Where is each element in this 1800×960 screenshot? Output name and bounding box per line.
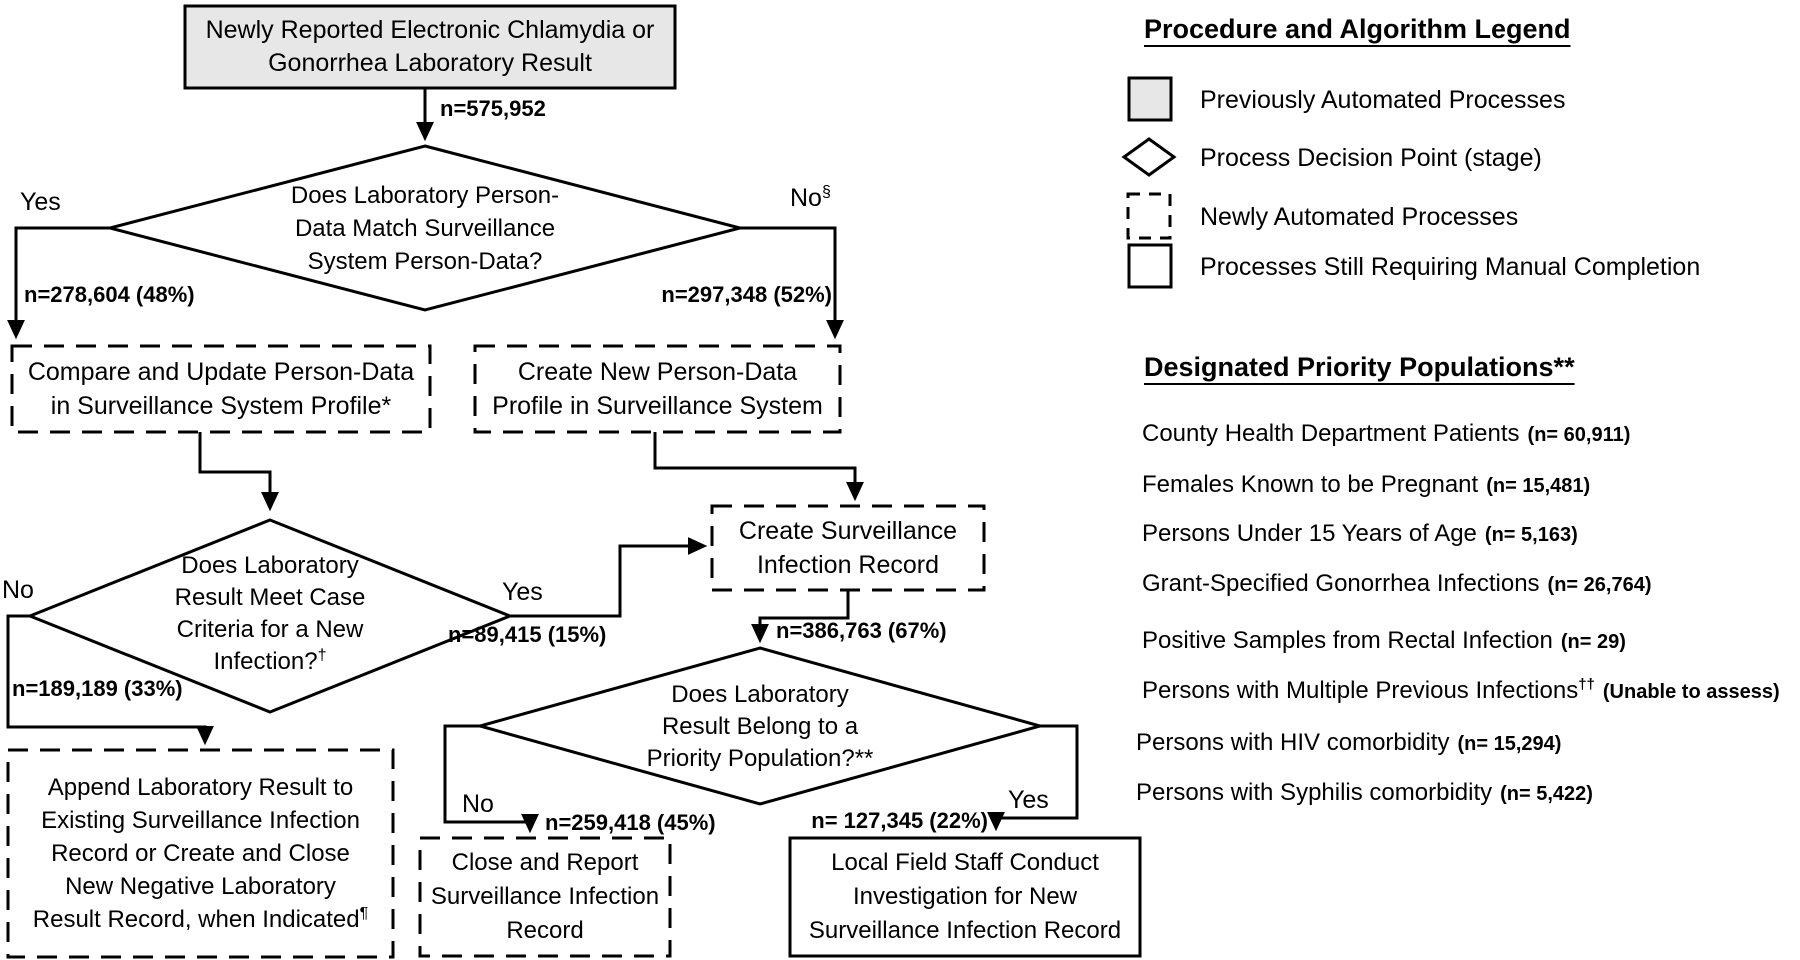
decision-diamond-2: [25, 518, 515, 714]
create-profile-line: Profile in Surveillance System: [492, 392, 823, 420]
count-match-no: n=297,348 (52%): [661, 282, 832, 307]
create-profile-box-shape: [473, 344, 842, 434]
close-report-line: Close and Report: [451, 849, 639, 876]
count-case-yes: n=89,415 (15%): [448, 622, 607, 647]
append-box-line: Record or Create and Close: [51, 840, 350, 867]
priority-item: Females Known to be Pregnant(n= 15,481): [1142, 471, 1591, 498]
compare-box-line: in Surveillance System Profile*: [50, 392, 392, 420]
priority-item: County Health Department Patients(n= 60,…: [1142, 420, 1631, 447]
branch-yes-2: Yes: [502, 578, 543, 606]
decision-2-line: Does Laboratory: [181, 552, 359, 579]
decision-2-line: Result Meet Case: [174, 584, 366, 611]
arrow-compare-to-decision2: [198, 432, 279, 512]
count-priority-no: n=259,418 (45%): [545, 810, 716, 835]
append-box-shape: [6, 748, 395, 959]
arrow-decision2-yes: [510, 537, 708, 618]
append-box-line: Append Laboratory Result to: [47, 774, 354, 801]
count-case-no: n=189,189 (33%): [12, 676, 183, 701]
create-profile-box: Create New Person-Data Profile in Survei…: [475, 346, 840, 432]
investigate-line: Investigation for New: [852, 883, 1078, 910]
count-total: n=575,952: [440, 96, 546, 121]
compare-box-shape: [10, 344, 432, 434]
decision-2: Does Laboratory Result Meet Case Criteri…: [80, 550, 460, 678]
start-box-shape: [183, 4, 677, 90]
branch-no-3: No: [462, 790, 494, 818]
append-box-line: Existing Surveillance Infection: [41, 807, 360, 834]
decision-1-line: Does Laboratory Person-: [290, 182, 560, 209]
decision-diamond-1: [104, 144, 746, 312]
priority-item: Persons with Multiple Previous Infection…: [1142, 676, 1780, 704]
append-box-line: Result Record, when Indicated¶: [32, 905, 369, 934]
investigate-line: Surveillance Infection Record: [808, 917, 1122, 944]
decision-1-line: System Person-Data?: [307, 248, 543, 275]
arrow-decision3-no: [443, 724, 539, 834]
start-box-line: Newly Reported Electronic Chlamydia or: [205, 16, 655, 44]
priority-item: Positive Samples from Rectal Infection(n…: [1142, 627, 1626, 654]
pilcrow-mark: ¶: [359, 905, 369, 922]
legend-item-label: Process Decision Point (stage): [1200, 144, 1542, 172]
create-record-line: Infection Record: [756, 551, 940, 579]
close-report-line: Record: [506, 917, 584, 944]
priority-item: Grant-Specified Gonorrhea Infections(n= …: [1142, 570, 1652, 597]
close-report-line: Surveillance Infection: [430, 883, 660, 910]
investigate-box: Local Field Staff Conduct Investigation …: [790, 838, 1140, 956]
decision-3-line: Priority Population?**: [646, 745, 874, 772]
append-box: Append Laboratory Result to Existing Sur…: [8, 750, 393, 957]
legend-dashed-square-icon: [1126, 192, 1172, 240]
count-record: n=386,763 (67%): [776, 618, 947, 643]
legend-gray-square-icon: [1127, 76, 1173, 122]
start-box-line: Gonorrhea Laboratory Result: [268, 49, 592, 77]
compare-box: Compare and Update Person-Data in Survei…: [12, 346, 430, 432]
decision-3-line: Result Belong to a: [661, 713, 859, 740]
legend-item-label: Processes Still Requiring Manual Complet…: [1200, 253, 1701, 281]
legend-item-label: Newly Automated Processes: [1200, 203, 1519, 231]
create-record-box-shape: [710, 504, 986, 592]
priority-title: Designated Priority Populations**: [1144, 352, 1575, 382]
arrow-record-to-decision3: [751, 590, 850, 644]
priority-item: Persons with HIV comorbidity(n= 15,294): [1136, 729, 1562, 756]
branch-yes-1: Yes: [20, 188, 61, 216]
legend-diamond-icon: [1121, 137, 1177, 177]
close-report-box-shape: [418, 836, 672, 958]
double-dagger-mark: ††: [1578, 676, 1595, 693]
priority-item: Persons Under 15 Years of Age(n= 5,163): [1142, 520, 1578, 547]
compare-box-line: Compare and Update Person-Data: [27, 358, 415, 386]
arrow-profile-to-record: [653, 432, 864, 502]
investigate-line: Local Field Staff Conduct: [831, 849, 1099, 876]
create-record-line: Create Surveillance: [738, 517, 958, 545]
decision-2-line: Infection?†: [213, 647, 327, 676]
create-record-box: Create Surveillance Infection Record: [712, 506, 984, 590]
section-mark: §: [821, 183, 831, 201]
priority-item: Persons with Syphilis comorbidity(n= 5,4…: [1136, 779, 1593, 806]
dagger-mark: †: [317, 647, 327, 664]
decision-3-line: Does Laboratory: [671, 681, 849, 708]
count-priority-yes: n= 127,345 (22%): [811, 808, 988, 833]
branch-yes-3: Yes: [1008, 786, 1049, 814]
arrow-decision2-no: [6, 614, 214, 746]
decision-3: Does Laboratory Result Belong to a Prior…: [570, 679, 950, 775]
branch-no-1: No§: [790, 183, 831, 212]
legend-solid-square-icon: [1127, 243, 1173, 289]
investigate-box-shape: [788, 836, 1142, 958]
close-report-box: Close and Report Surveillance Infection …: [420, 838, 670, 956]
arrow-decision3-yes: [987, 724, 1079, 832]
create-profile-line: Create New Person-Data: [517, 358, 798, 386]
legend-item-label: Previously Automated Processes: [1200, 86, 1566, 114]
arrow-decision1-no: [740, 226, 844, 340]
decision-diamond-3: [474, 646, 1046, 806]
decision-2-line: Criteria for a New: [176, 616, 364, 643]
append-box-line: New Negative Laboratory: [65, 873, 336, 900]
count-match-yes: n=278,604 (48%): [24, 282, 195, 307]
legend-title: Procedure and Algorithm Legend: [1144, 14, 1571, 44]
arrow-decision1-yes: [7, 226, 110, 340]
decision-1: Does Laboratory Person- Data Match Surve…: [180, 179, 670, 278]
decision-1-line: Data Match Surveillance: [294, 215, 556, 242]
branch-no-2: No: [2, 576, 34, 604]
start-box: Newly Reported Electronic Chlamydia or G…: [185, 6, 675, 88]
